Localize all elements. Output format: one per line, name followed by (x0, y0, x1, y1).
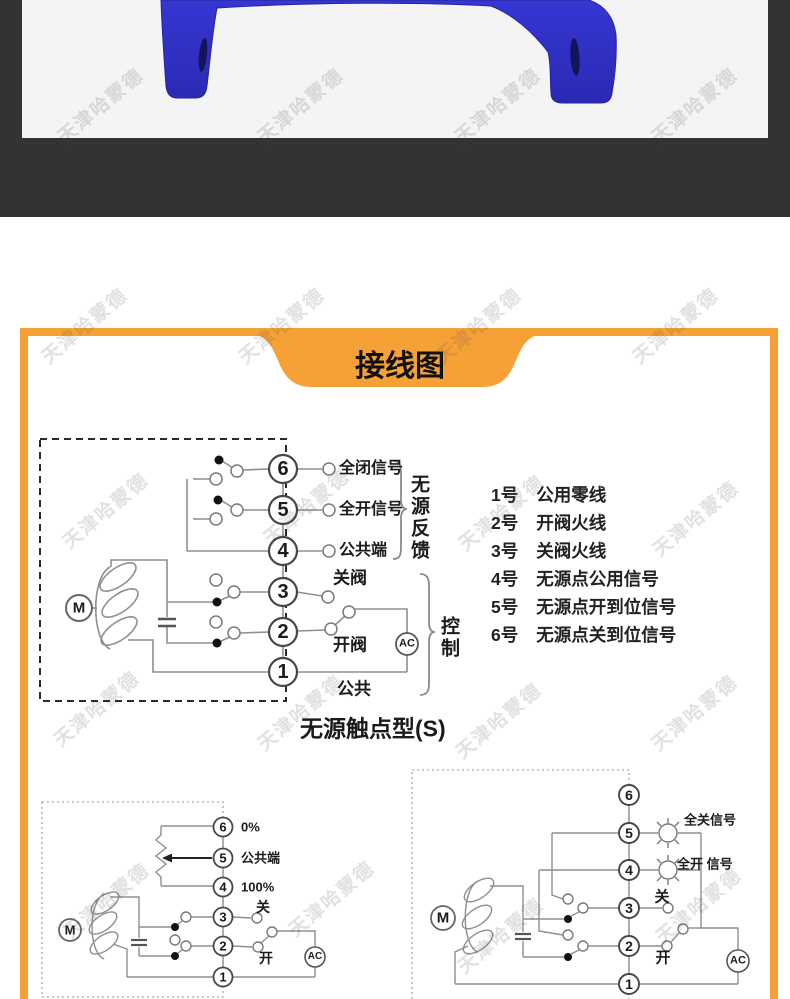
br-terminal-2: 2 (625, 938, 633, 954)
diagram-caption: 无源触点型(S) (300, 715, 446, 742)
terminal-6: 6 (277, 458, 289, 480)
label-common: 公共 (337, 679, 371, 699)
bl-ac-label: AC (307, 951, 323, 962)
legend-item-6: 6号无源点关到位信号 (491, 625, 677, 645)
br-terminal-4: 4 (625, 862, 633, 878)
label-full-closed-signal: 全闭信号 (339, 460, 404, 477)
br-terminal-1: 1 (625, 976, 633, 992)
terminal-1: 1 (277, 661, 289, 683)
label-close-valve: 关阀 (333, 568, 367, 588)
br-label-full-open-signal: 全开 信号 (677, 856, 733, 872)
br-label-open: 开 (655, 949, 671, 967)
terminal-4: 4 (277, 540, 289, 562)
bl-terminal-1: 1 (219, 969, 227, 985)
br-label-full-close-signal: 全关信号 (684, 812, 737, 828)
bl-terminal-2: 2 (219, 938, 227, 954)
section-title: 接线图 (355, 350, 445, 383)
br-terminal-3: 3 (625, 900, 633, 916)
terminal-3: 3 (277, 581, 289, 603)
terminal-5: 5 (277, 499, 289, 521)
label-passive-feedback: 无源反馈 (408, 474, 429, 562)
br-label-close: 关 (654, 888, 670, 906)
label-control: 控制 (438, 616, 459, 660)
legend-item-1: 1号公用零线 (491, 485, 607, 505)
terminal-2: 2 (277, 621, 289, 643)
label-open-valve: 开阀 (333, 635, 367, 655)
bl-terminal-5: 5 (219, 850, 227, 866)
bl-motor-label: M (64, 922, 76, 938)
bl-terminal-3: 3 (219, 909, 227, 925)
bl-label-0-percent: 0% (241, 819, 260, 835)
bl-label-open: 开 (259, 950, 273, 966)
legend-item-3: 3号关阀火线 (491, 541, 607, 561)
legend-item-4: 4号无源点公用信号 (491, 569, 659, 589)
bl-label-close: 关 (256, 899, 270, 915)
ac-label: AC (399, 637, 415, 650)
product-photo-card (22, 0, 768, 138)
label-full-open-signal: 全开信号 (339, 501, 404, 518)
br-terminal-5: 5 (625, 825, 633, 841)
bl-label-100-percent: 100% (241, 879, 275, 895)
bl-terminal-4: 4 (219, 879, 227, 895)
motor-label: M (72, 599, 86, 617)
label-common-terminal: 公共端 (339, 542, 388, 559)
br-motor-label: M (436, 909, 450, 927)
bl-terminal-6: 6 (219, 819, 227, 835)
legend-item-5: 5号无源点开到位信号 (491, 597, 677, 617)
legend-item-2: 2号开阀火线 (491, 513, 607, 533)
br-terminal-6: 6 (625, 787, 633, 803)
bl-label-common-terminal: 公共端 (241, 850, 281, 866)
br-ac-label: AC (730, 954, 746, 967)
